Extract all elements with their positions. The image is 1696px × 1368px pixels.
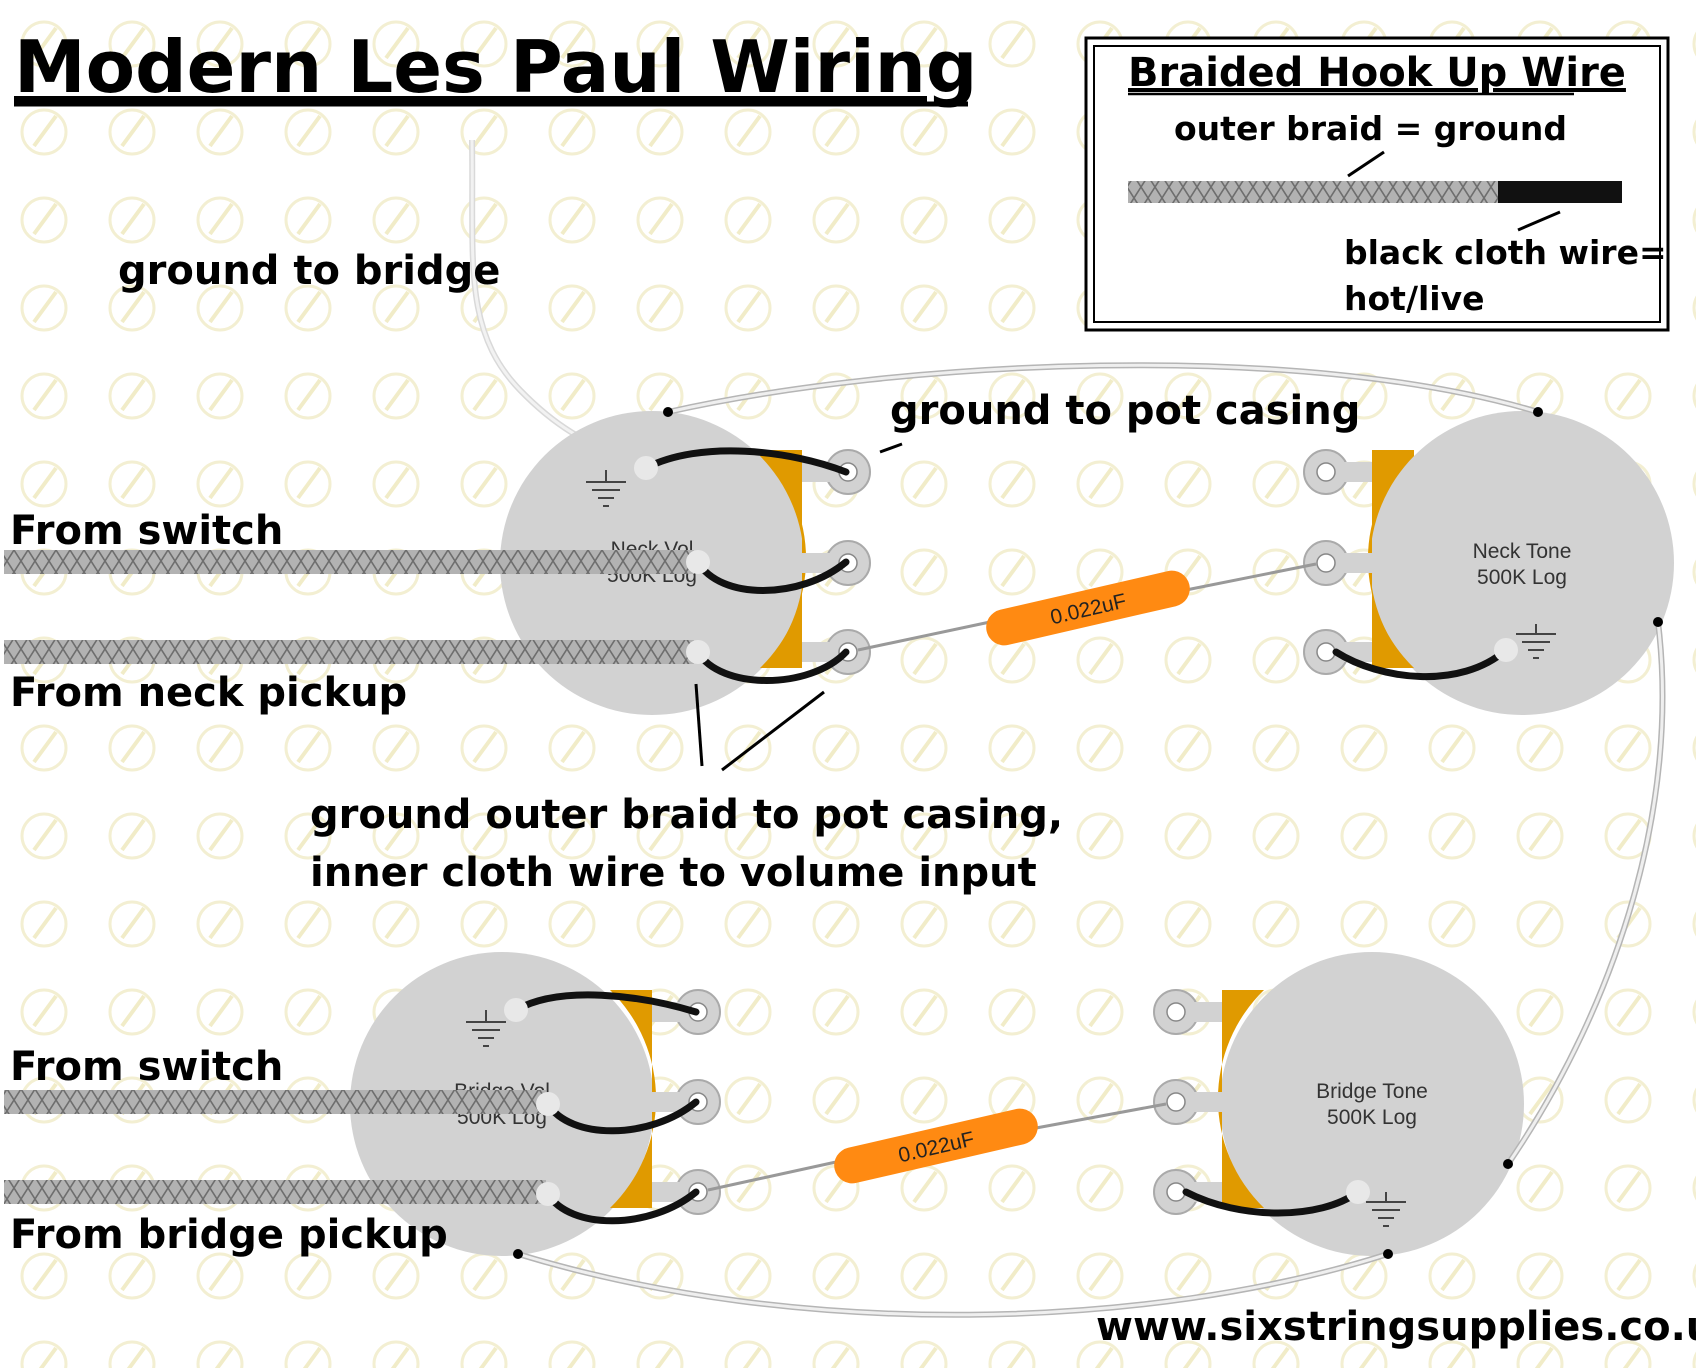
from-switch-bottom-label: From switch	[10, 1044, 283, 1090]
pot-body	[1220, 952, 1524, 1256]
ground-symbol-icon	[586, 470, 626, 507]
bridge-tone-pot: Bridge Tone 500K Log	[1153, 952, 1524, 1256]
ground-symbol-icon	[1366, 1192, 1406, 1227]
website-link[interactable]: www.sixstringsupplies.co.uk	[1096, 1304, 1696, 1350]
pointer-lines	[694, 442, 903, 772]
legend-braid-label: outer braid = ground	[1174, 109, 1567, 148]
ground-to-bridge-label: ground to bridge	[118, 248, 500, 294]
ground-symbol-icon	[1516, 624, 1556, 659]
bridge-pickup-braided-cable	[4, 1180, 546, 1204]
ground-outer-braid-label-1: ground outer braid to pot casing,	[310, 792, 1063, 838]
solder-points	[513, 407, 1663, 1259]
from-neck-pickup-label: From neck pickup	[10, 670, 407, 716]
legend-braid-sample	[1128, 181, 1498, 203]
legend-box: Braided Hook Up Wire outer braid = groun…	[1084, 36, 1670, 332]
pot-name: Bridge Tone	[1316, 1080, 1428, 1103]
ground-to-pot-casing-label: ground to pot casing	[890, 388, 1360, 434]
neck-switch-braided-cable	[4, 550, 694, 574]
pot-body	[1370, 411, 1674, 715]
from-bridge-pickup-label: From bridge pickup	[10, 1212, 448, 1258]
capacitor-leads	[707, 562, 1317, 1192]
ground-symbol-icon	[466, 1010, 506, 1047]
pot-value: 500K Log	[1477, 566, 1567, 589]
legend-cloth-pointer	[1517, 210, 1561, 232]
bridge-switch-braided-cable	[4, 1090, 546, 1114]
legend-braid-pointer	[1347, 150, 1385, 178]
pot-name: Neck Tone	[1473, 540, 1572, 563]
page-title: Modern Les Paul Wiring	[14, 25, 977, 109]
legend-cloth-label-1: black cloth wire=	[1344, 233, 1667, 272]
legend-cloth-label-2: hot/live	[1344, 279, 1485, 318]
neck-pickup-braided-cable	[4, 640, 694, 664]
ground-outer-braid-label-2: inner cloth wire to volume input	[310, 850, 1037, 896]
legend-cloth-sample	[1498, 181, 1622, 203]
pot-value: 500K Log	[1327, 1106, 1417, 1129]
from-switch-top-label: From switch	[10, 508, 283, 554]
ground-wires	[515, 362, 1666, 1318]
legend-title: Braided Hook Up Wire	[1128, 50, 1626, 96]
cloth-wires	[512, 447, 1510, 1225]
wire-ends	[504, 456, 1518, 1206]
